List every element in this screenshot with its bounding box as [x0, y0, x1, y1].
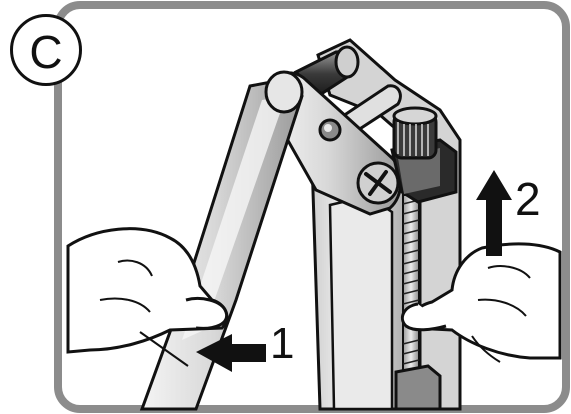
bottom-nut [396, 366, 440, 409]
pin-end [336, 47, 358, 77]
callout-label-2: 2 [515, 176, 541, 222]
body-inset [330, 196, 392, 409]
arm-pivot [266, 72, 302, 112]
callout-label-1: 1 [270, 322, 294, 366]
knurled-knob [394, 108, 436, 158]
step-letter-badge: C [10, 14, 82, 86]
